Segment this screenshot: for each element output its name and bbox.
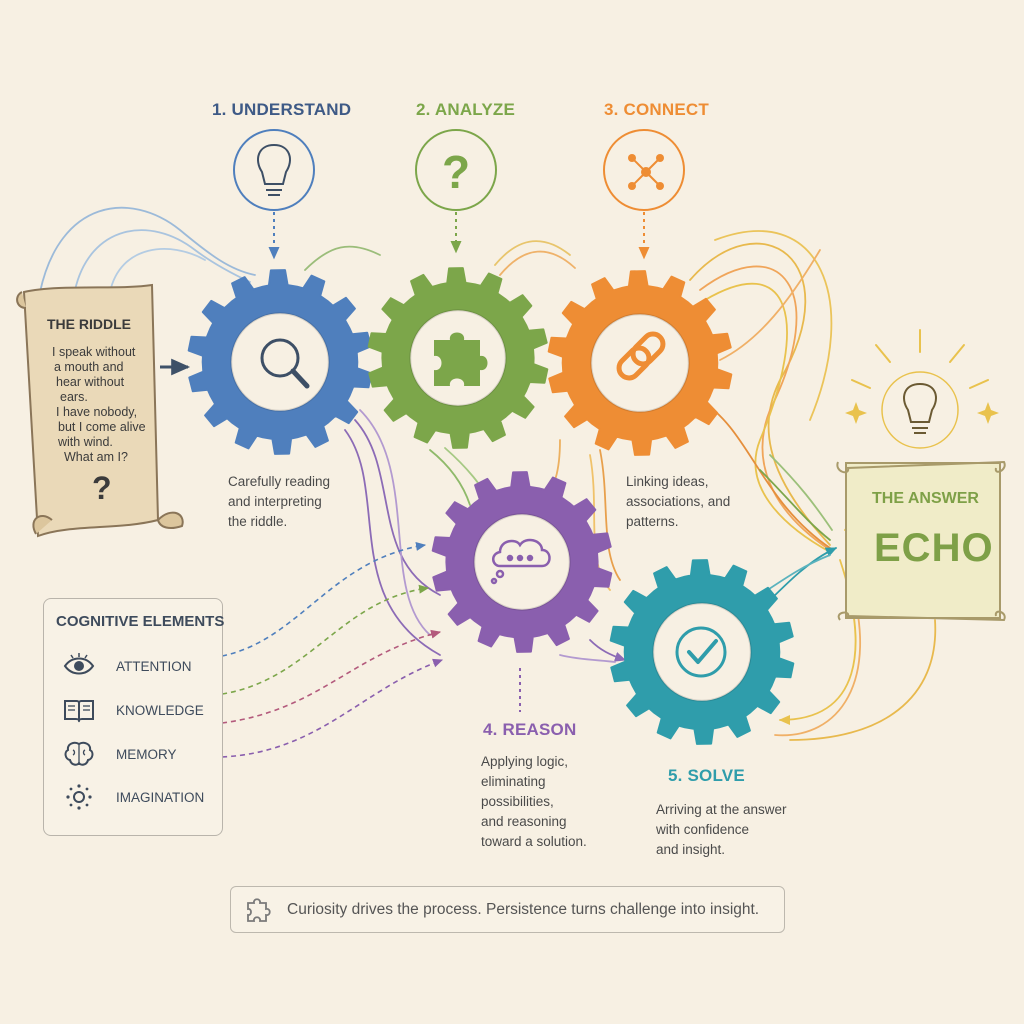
cognitive-elements-panel: COGNITIVE ELEMENTS ATTENTION KNOWLEDGE M… — [43, 598, 225, 836]
gear-understand — [187, 269, 373, 455]
eye-icon — [63, 653, 95, 675]
glowing-lightbulb-icon — [845, 329, 999, 449]
riddle-scroll — [16, 283, 184, 538]
flow-line — [494, 240, 571, 266]
cognitive-item-label: ATTENTION — [116, 658, 192, 674]
cognitive-connectors — [221, 541, 444, 758]
svg-text:?: ? — [442, 146, 470, 198]
description-line: associations, and — [626, 494, 731, 509]
thought-bubble-icon — [490, 538, 551, 585]
cognitive-item-label: IMAGINATION — [116, 789, 205, 805]
flow-line — [559, 654, 616, 663]
description-line: Applying logic, — [481, 754, 569, 769]
footer-banner: Curiosity drives the process. Persistenc… — [230, 886, 785, 933]
riddle-line: a mouth and — [54, 360, 124, 374]
stage-solve-label: 5. SOLVE — [668, 766, 745, 785]
stage-understand-description: Carefully reading and interpreting the r… — [228, 472, 330, 532]
riddle-line: I have nobody, — [56, 405, 138, 419]
riddle-line: ears. — [60, 390, 88, 404]
answer-title: THE ANSWER — [872, 490, 979, 507]
flow-line — [359, 409, 431, 636]
description-line: eliminating — [481, 774, 546, 789]
riddle-body: I speak without a mouth and hear without… — [52, 345, 146, 465]
gear-reason — [431, 471, 613, 653]
flow-line — [769, 454, 833, 531]
puzzle-piece-icon — [434, 332, 488, 386]
flow-line — [778, 559, 857, 726]
cognitive-item-memory: MEMORY — [62, 739, 177, 769]
riddle-title: THE RIDDLE — [47, 316, 131, 332]
analyze-question-mark-icon: ? — [415, 129, 497, 211]
icon-connectors — [268, 212, 650, 712]
stage-solve-description: Arriving at the answer with confidence a… — [656, 800, 787, 860]
magnifier-icon — [260, 338, 310, 389]
flow-line — [39, 206, 256, 293]
cognitive-item-label: KNOWLEDGE — [116, 702, 204, 718]
brain-icon — [64, 741, 94, 766]
description-line: the riddle. — [228, 514, 288, 529]
cognitive-elements-title: COGNITIVE ELEMENTS — [56, 613, 225, 630]
stage-connect-description: Linking ideas, associations, and pattern… — [626, 472, 730, 532]
open-book-icon — [64, 700, 94, 723]
description-line: and interpreting — [228, 494, 322, 509]
flow-line — [714, 230, 833, 421]
attention-connector — [221, 541, 427, 657]
flow-line — [354, 419, 441, 596]
memory-connector — [221, 629, 442, 724]
cognitive-item-knowledge: KNOWLEDGE — [62, 695, 204, 725]
description-line: Linking ideas, — [626, 474, 709, 489]
stage-connect-label: 3. CONNECT — [604, 100, 709, 119]
chain-link-icon — [616, 331, 666, 381]
stage-understand-label: 1. UNDERSTAND — [212, 100, 352, 119]
description-line: Carefully reading — [228, 474, 331, 489]
cognitive-item-imagination: IMAGINATION — [62, 782, 204, 812]
flow-line — [699, 265, 831, 551]
imagination-connector — [221, 658, 444, 758]
footer-text: Curiosity drives the process. Persistenc… — [287, 900, 760, 918]
puzzle-piece-icon — [247, 897, 271, 922]
knowledge-connector — [221, 584, 430, 695]
flow-line — [589, 639, 627, 662]
flow-line — [429, 449, 471, 506]
description-line: patterns. — [626, 514, 679, 529]
flow-line — [789, 619, 937, 741]
answer-scroll — [836, 460, 1006, 622]
flow-line — [499, 250, 576, 276]
flow-line — [304, 245, 381, 271]
cognitive-item-attention: ATTENTION — [62, 651, 192, 681]
description-line: toward a solution. — [481, 834, 587, 849]
gear-solve — [609, 559, 795, 745]
riddle-line: hear without — [56, 375, 125, 389]
understand-lightbulb-icon — [233, 129, 315, 211]
cognitive-item-label: MEMORY — [116, 746, 177, 762]
checkmark-icon — [675, 626, 727, 678]
flow-line — [344, 429, 441, 656]
flow-line — [704, 282, 831, 553]
riddle-question-mark: ? — [92, 470, 112, 506]
flow-line — [599, 449, 621, 581]
flow-line — [719, 249, 821, 361]
stage-reason-label: 4. REASON — [483, 720, 577, 739]
flow-lines — [39, 206, 937, 741]
description-line: with confidence — [656, 822, 750, 837]
stage-reason-description: Applying logic, eliminating possibilitie… — [481, 752, 587, 852]
connect-network-nodes-icon — [603, 129, 685, 211]
stage-analyze-label: 2. ANALYZE — [416, 100, 515, 119]
flow-line — [759, 469, 831, 541]
riddle-line: I speak without — [52, 345, 136, 359]
riddle-line: but I come alive — [58, 420, 146, 434]
riddle-line: with wind. — [58, 435, 113, 449]
flow-line — [74, 229, 251, 291]
sparkle-icon — [66, 784, 92, 810]
description-line: and insight. — [656, 842, 726, 857]
description-line: Arriving at the answer — [656, 802, 787, 817]
description-line: and reasoning — [481, 814, 567, 829]
flow-line — [109, 248, 206, 293]
description-line: possibilities, — [481, 794, 554, 809]
riddle-line: What am I? — [64, 450, 128, 464]
answer-value: ECHO — [874, 526, 994, 570]
